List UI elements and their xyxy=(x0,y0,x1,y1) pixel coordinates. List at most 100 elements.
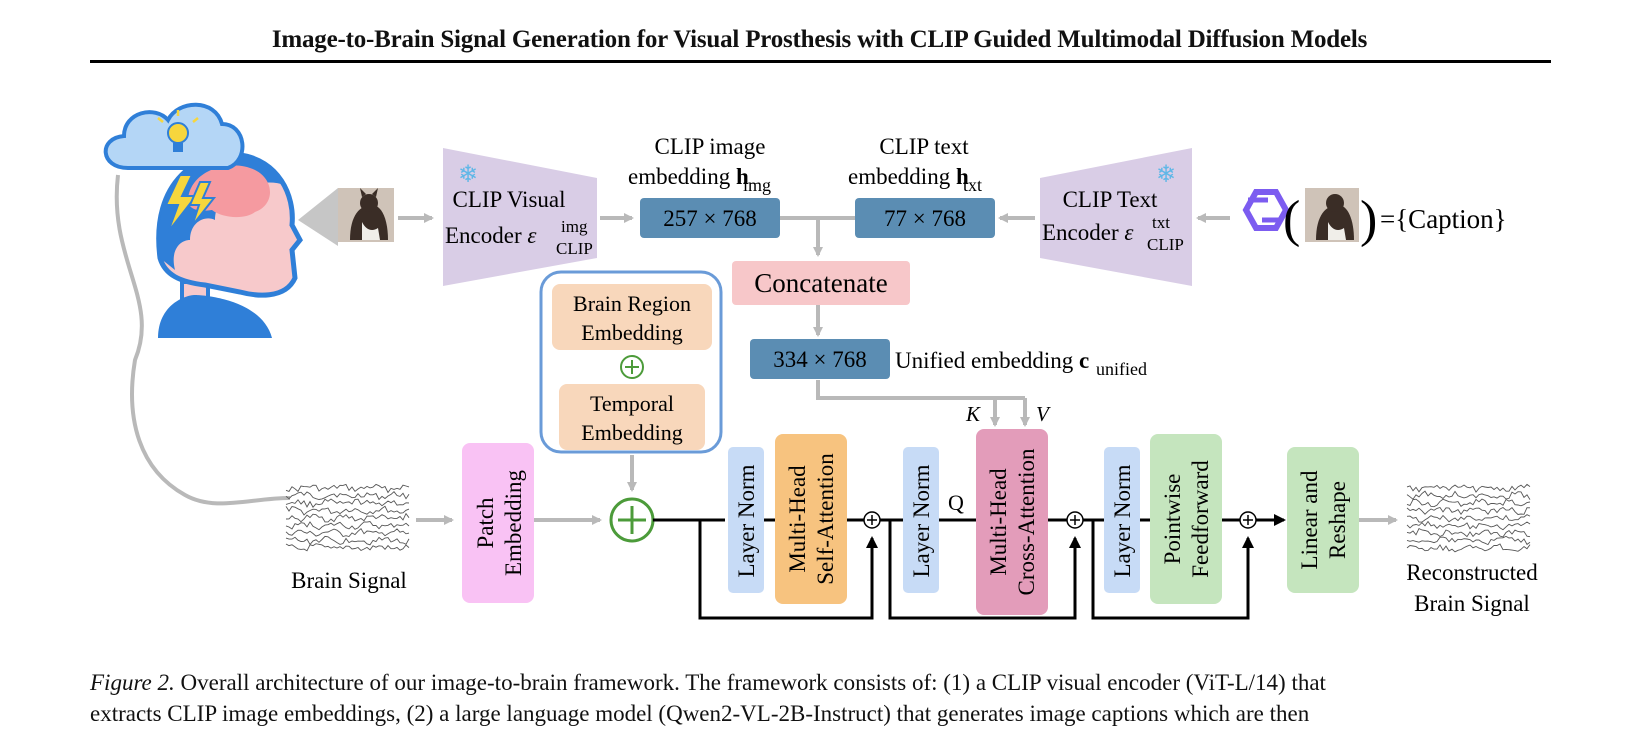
txt-embedding-shape: 77 × 768 xyxy=(884,206,966,231)
img-embedding-sub: img xyxy=(743,175,771,195)
visual-encoder-line1: CLIP Visual xyxy=(453,187,566,212)
signal-trace xyxy=(285,491,410,501)
light-rays xyxy=(157,110,199,123)
img-embedding-shape: 257 × 768 xyxy=(663,206,756,231)
caption-image-thumbnail xyxy=(1305,188,1359,242)
nerve-line xyxy=(114,174,291,506)
signal-trace xyxy=(285,512,410,523)
feedforward-box xyxy=(1150,434,1222,604)
v-label: V xyxy=(1036,402,1051,426)
lightning-icon xyxy=(164,174,199,233)
layer-norm-3 xyxy=(1104,447,1140,593)
reconstructed-line2: Brain Signal xyxy=(1414,591,1530,616)
signal-trace xyxy=(1406,498,1531,508)
self-attention-line2: Self-Attention xyxy=(813,453,838,585)
cross-attention-box xyxy=(976,429,1048,615)
signal-trace xyxy=(285,505,410,516)
caption-open-paren: ( xyxy=(1283,191,1300,248)
patch-line2: Embedding xyxy=(501,469,526,576)
temporal-line1: Temporal xyxy=(590,391,674,416)
concatenate-box xyxy=(732,261,910,305)
layer-norm-1 xyxy=(728,447,764,593)
caption-text-1: Overall architecture of our image-to-bra… xyxy=(174,670,1326,695)
self-attention-line1: Multi-Head xyxy=(785,465,810,573)
signal-trace xyxy=(285,483,410,494)
unified-embedding-box xyxy=(750,339,890,379)
reconstructed-line1: Reconstructed xyxy=(1406,560,1538,585)
snowflake-icon: ❄ xyxy=(458,162,478,188)
brain-signal-label: Brain Signal xyxy=(291,568,407,593)
visual-encoder-sub: CLIP xyxy=(556,239,593,258)
head-icon xyxy=(103,102,303,506)
figure-label: Figure 2. xyxy=(90,670,175,695)
layer-norm-1-label: Layer Norm xyxy=(734,464,759,577)
reconstructed-signal-waveform xyxy=(1406,483,1531,553)
signal-trace xyxy=(1406,506,1531,516)
txt-embedding-label1: CLIP text xyxy=(879,134,969,159)
caption-formula-text: ={Caption} xyxy=(1380,204,1507,234)
clip-visual-encoder: ❄ CLIP Visual Encoder ε img CLIP xyxy=(443,148,597,286)
layer-norm-2 xyxy=(903,447,939,593)
signal-trace xyxy=(285,543,410,552)
img-embedding-label1: CLIP image xyxy=(655,134,766,159)
signal-trace xyxy=(1406,520,1531,531)
signal-trace xyxy=(285,528,410,538)
text-encoder-sup: txt xyxy=(1152,213,1170,232)
signal-trace xyxy=(1406,535,1531,546)
signal-trace xyxy=(1406,483,1531,493)
residual-1 xyxy=(698,520,878,620)
caption-line-2: extracts CLIP image embeddings, (2) a la… xyxy=(90,701,1310,726)
brain-region-line2: Embedding xyxy=(581,320,682,345)
text-encoder-line2: Encoder ε xyxy=(1042,220,1134,245)
concatenate-label: Concatenate xyxy=(754,268,887,298)
patch-embedding-box xyxy=(462,443,534,603)
img-embedding-label2: embedding h xyxy=(628,164,749,189)
signal-trace xyxy=(285,521,410,531)
signal-trace xyxy=(1406,514,1531,523)
figure-caption: Figure 2. Overall architecture of our im… xyxy=(90,667,1550,729)
patch-line1: Patch xyxy=(473,497,498,549)
lightbulb-base xyxy=(173,143,183,152)
layer-norm-3-label: Layer Norm xyxy=(1110,464,1135,577)
unified-embedding-sub: unified xyxy=(1096,359,1147,379)
vision-cone xyxy=(298,188,338,246)
txt-embedding-label2: embedding h xyxy=(848,164,969,189)
layer-norm-2-label: Layer Norm xyxy=(909,464,934,577)
header-rule xyxy=(90,60,1551,63)
architecture-diagram: ❄ CLIP Visual Encoder ε img CLIP CLIP im… xyxy=(103,102,1538,620)
residual-3 xyxy=(1091,520,1254,620)
unified-embedding-shape: 334 × 768 xyxy=(773,347,866,372)
residual-2 xyxy=(888,520,1081,620)
linear-reshape-line2: Reshape xyxy=(1325,481,1350,559)
caption-line-1: Figure 2. Overall architecture of our im… xyxy=(90,667,1550,698)
signal-trace xyxy=(285,498,410,508)
input-image-thumbnail xyxy=(338,188,394,242)
temporal-line2: Embedding xyxy=(581,420,682,445)
linear-reshape-box xyxy=(1287,447,1359,593)
k-label: K xyxy=(965,402,981,426)
feedforward-line1: Pointwise xyxy=(1160,474,1185,565)
linear-reshape-line1: Linear and xyxy=(1297,470,1322,569)
text-encoder-line1: CLIP Text xyxy=(1063,187,1158,212)
cross-attention-line1: Multi-Head xyxy=(986,468,1011,576)
text-encoder-sub: CLIP xyxy=(1147,235,1184,254)
img-embedding-box xyxy=(640,198,780,238)
visual-encoder-line2: Encoder ε xyxy=(445,223,537,248)
signal-trace xyxy=(1406,528,1531,538)
self-attention-box xyxy=(775,434,847,604)
visual-encoder-sup: img xyxy=(561,217,588,236)
shoulders-shape xyxy=(158,295,272,338)
feedforward-line2: Feedforward xyxy=(1188,460,1213,578)
clip-text-encoder: ❄ CLIP Text Encoder ε txt CLIP xyxy=(1040,148,1192,286)
temporal-embedding-box xyxy=(559,384,705,450)
paper-title: Image-to-Brain Signal Generation for Vis… xyxy=(271,26,1368,53)
lightbulb-icon xyxy=(167,122,189,144)
signal-trace xyxy=(1406,490,1531,500)
caption-close-paren: ) xyxy=(1360,191,1377,248)
signal-trace xyxy=(285,535,410,546)
plus-icon xyxy=(620,355,644,379)
brain-region-embedding-box xyxy=(552,284,712,350)
brain-region-line1: Brain Region xyxy=(573,291,691,316)
qwen-logo-icon xyxy=(1242,189,1290,231)
lightning-icon xyxy=(188,181,217,227)
